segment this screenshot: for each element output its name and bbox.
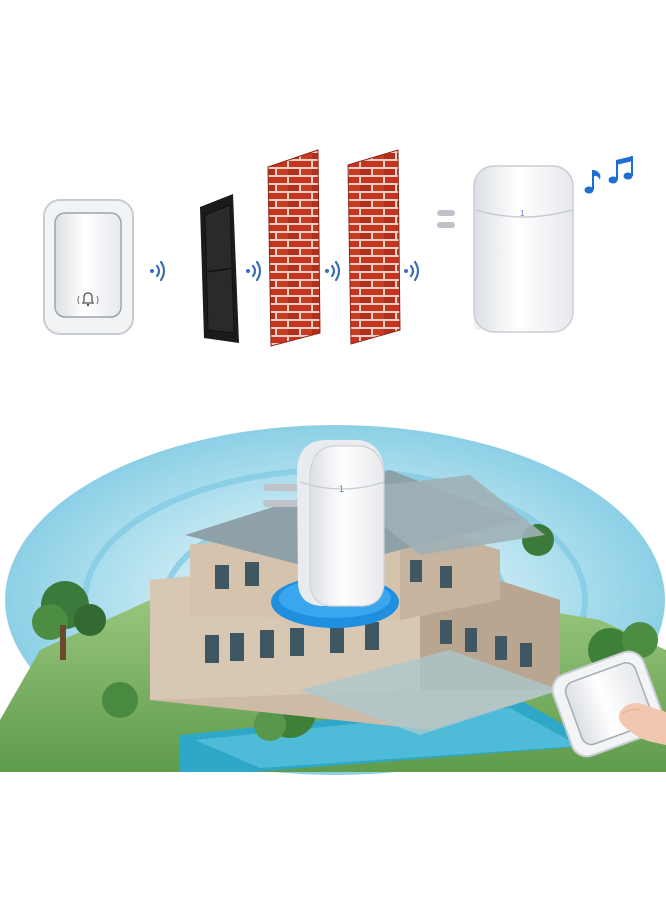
transmitter-button: [43, 199, 134, 335]
wifi-signal-icon: [150, 260, 420, 282]
finger: [618, 703, 666, 745]
brick-wall: [267, 149, 321, 347]
door: [200, 194, 239, 343]
transmitter-button-pressed: [551, 650, 666, 758]
music-notes-icon: [584, 156, 633, 194]
channel-mark: 1: [520, 209, 525, 218]
top-panel: 1: [43, 149, 633, 347]
bell-icon: [77, 292, 99, 307]
receiver-unit-large: 1: [263, 440, 385, 607]
brick-wall: [347, 149, 401, 345]
channel-mark: 1: [339, 484, 344, 494]
bottom-panel: 1: [0, 425, 666, 775]
receiver-unit: 1: [437, 165, 574, 333]
